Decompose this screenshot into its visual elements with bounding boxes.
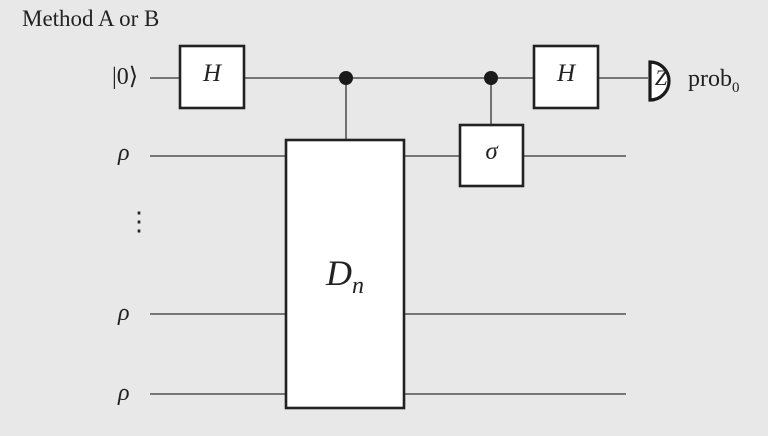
dn-gate-label: Dn — [286, 252, 404, 300]
measure-basis-label: Z — [654, 65, 668, 90]
measurement-meter-icon — [648, 60, 671, 102]
control-dot-dn — [339, 71, 353, 85]
sigma-gate-label: σ — [485, 138, 498, 165]
sigma-gate-box — [458, 123, 525, 188]
control-dot-sigma — [484, 71, 498, 85]
ancilla-input-label: |0⟩ — [112, 64, 139, 90]
hadamard-gate-2-label: H — [556, 60, 576, 87]
output-label-main: prob — [688, 66, 732, 92]
dn-gate-main: D — [326, 253, 352, 293]
output-label-subscript: 0 — [732, 79, 740, 96]
diagram-title: Method A or B — [22, 6, 160, 31]
hadamard-gate-2-box — [532, 44, 600, 110]
hadamard-gate-1-label: H — [202, 60, 222, 87]
dn-gate-box — [284, 138, 406, 410]
hadamard-gate-1-box — [178, 44, 246, 110]
register-ellipsis: ⋮ — [126, 207, 152, 236]
register-n-minus-1-input-label: ρ — [118, 300, 130, 326]
register-1-input-label: ρ — [118, 140, 130, 166]
register-n-input-label: ρ — [118, 380, 130, 406]
dn-gate-subscript: n — [352, 273, 364, 300]
output-probability-label: prob0 — [688, 66, 740, 97]
